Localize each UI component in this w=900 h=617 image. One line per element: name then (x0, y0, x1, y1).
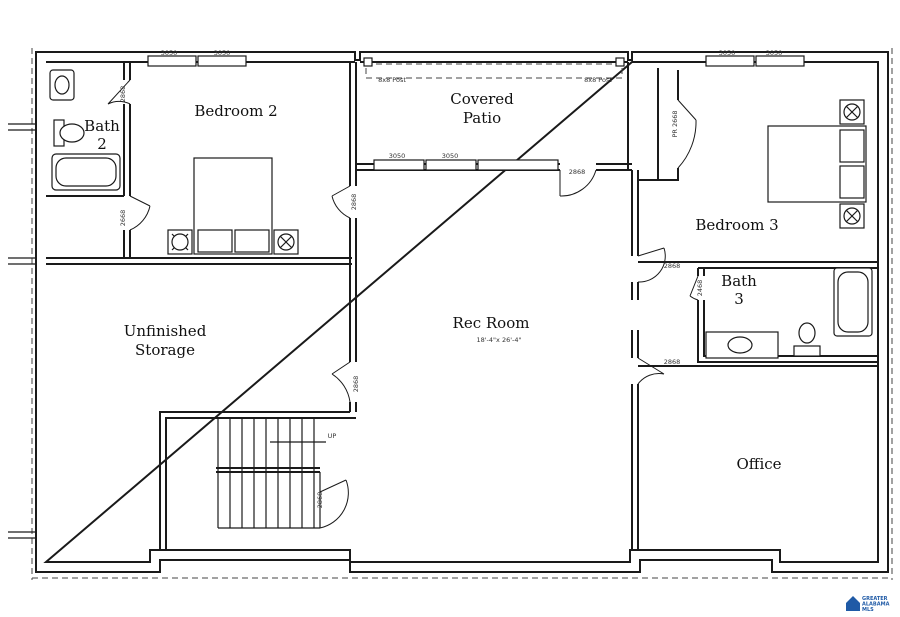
door-label: 2868 (569, 168, 586, 176)
bedroom3-label: Bedroom 3 (695, 216, 778, 234)
door-label: 2868 (119, 86, 127, 103)
house-icon (846, 596, 860, 611)
bath2-number: 2 (97, 135, 107, 153)
windows (147, 55, 805, 171)
bedroom2-label: Bedroom 2 (194, 102, 277, 120)
logo-text-line2: ALABAMA (862, 602, 890, 608)
covered-patio-label: Covered (450, 90, 514, 108)
patio-outline (363, 57, 625, 79)
office-label: Office (736, 455, 781, 473)
bath3-label: Bath (721, 272, 757, 290)
unfinished-storage-label: Unfinished (124, 322, 207, 340)
bath3-fixtures (705, 267, 873, 359)
window-label: 3050 (719, 49, 736, 57)
door-label: PR 2668 (671, 110, 679, 137)
window-label: 3050 (214, 49, 231, 57)
doors (107, 79, 699, 529)
window-label: 3050 (766, 49, 783, 57)
rec-room-label: Rec Room (453, 314, 530, 332)
door-label: 2868 (350, 194, 358, 211)
door-label: 2468 (696, 280, 704, 297)
post-label: 8x8 Post (584, 76, 612, 84)
logo-text-line3: MLS (862, 607, 874, 613)
covered-patio-label-2: Patio (463, 109, 501, 127)
door-label: 2868 (316, 492, 324, 509)
door-label: 2868 (352, 376, 360, 393)
stairs-up-label: UP (328, 432, 337, 440)
bath2-label: Bath (84, 117, 120, 135)
window-label: 3050 (161, 49, 178, 57)
bath3-number: 3 (734, 290, 744, 308)
stairs (216, 418, 326, 529)
door-label: 2668 (119, 210, 127, 227)
door-label: 2868 (664, 358, 681, 366)
exterior-walls (8, 48, 893, 580)
post-label: 8x8 Post (378, 76, 406, 84)
rec-room-dimensions: 18'-4"x 26'-4" (477, 336, 522, 344)
window-label: 3050 (442, 152, 459, 160)
bath2-fixtures (49, 69, 121, 191)
door-label: 2868 (664, 262, 681, 270)
bedroom2-bed (167, 157, 299, 255)
logo-text-line1: GREATER (862, 596, 888, 602)
greater-alabama-mls-logo: GREATER ALABAMA MLS (846, 596, 890, 613)
window-label: 3050 (389, 152, 406, 160)
interior-walls (46, 62, 878, 550)
bedroom3-bed (767, 99, 867, 229)
unfinished-storage-label-2: Storage (135, 341, 195, 359)
